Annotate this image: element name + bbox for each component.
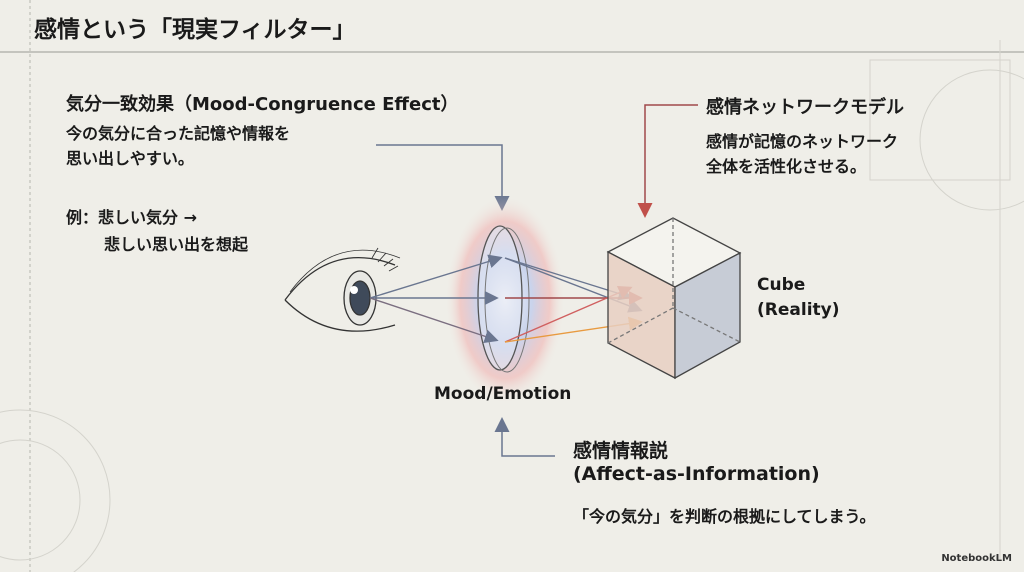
example-line-2: 悲しい思い出を想起 (104, 235, 249, 254)
example-line-1: 例：悲しい気分 → (66, 208, 197, 227)
affect-info-heading-2: (Affect-as-Information) (573, 463, 820, 485)
network-model-heading: 感情ネットワークモデル (706, 97, 904, 118)
callout-arrow-network-model (637, 104, 698, 218)
affect-info-body: 「今の気分」を判断の根拠にしてしまう。 (573, 507, 876, 526)
cube-label-2: (Reality) (757, 300, 840, 320)
cube-icon (606, 217, 742, 380)
decorative-blueprint (0, 40, 1024, 572)
callout-arrow-affect-info (494, 417, 555, 457)
affect-info-heading-1: 感情情報説 (573, 440, 669, 462)
callout-arrow-mood-congruence (376, 144, 510, 211)
notebooklm-watermark: NotebookLM (941, 553, 1012, 564)
page-title: 感情という「現実フィルター」 (34, 17, 356, 43)
network-model-body-2: 全体を活性化させる。 (706, 157, 867, 176)
network-model-body-1: 感情が記憶のネットワーク (706, 132, 899, 151)
mood-congruence-heading: 気分一致効果（Mood-Congruence Effect） (66, 94, 459, 115)
mood-congruence-body-2: 思い出しやすい。 (66, 149, 194, 168)
cube-label-1: Cube (757, 275, 806, 295)
lens-label: Mood/Emotion (434, 384, 572, 404)
mood-congruence-body-1: 今の気分に合った記憶や情報を (66, 124, 291, 143)
eye-icon (284, 247, 401, 332)
